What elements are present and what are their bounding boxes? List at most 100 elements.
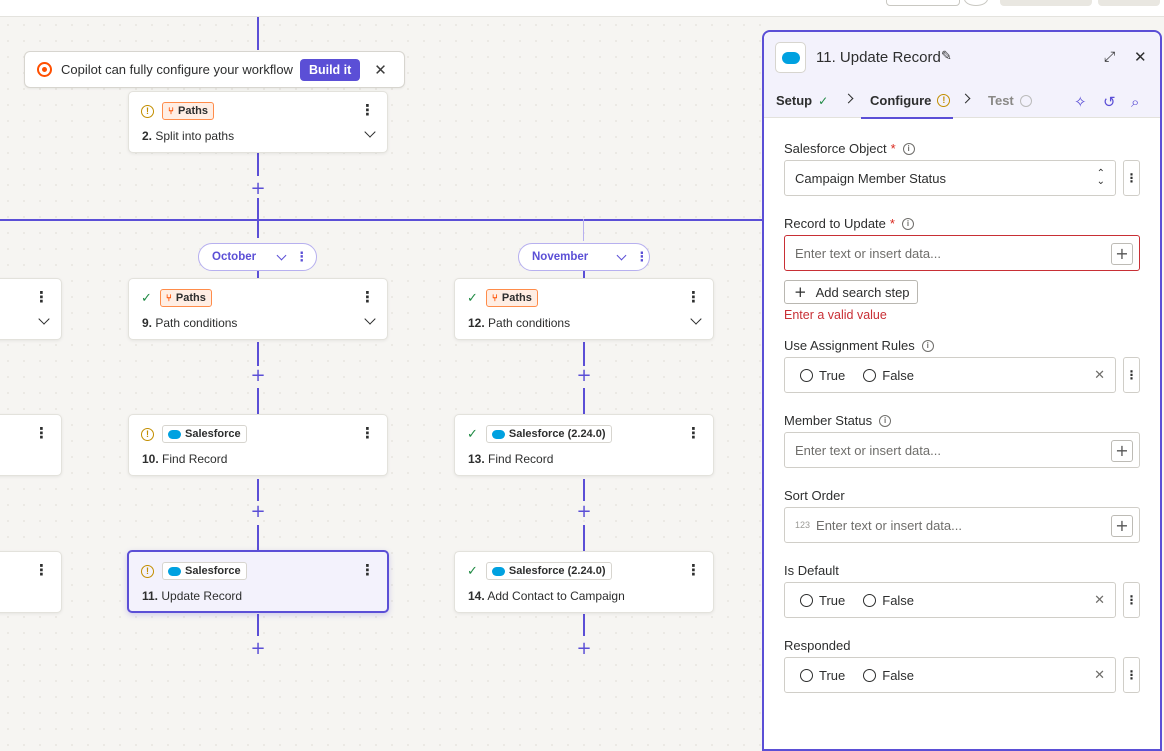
toolbar-button[interactable] (886, 0, 960, 6)
step-title: 11. Update Record (142, 589, 242, 603)
warning-icon: ! (141, 104, 154, 118)
add-step-plus-icon[interactable]: + (250, 178, 266, 199)
salesforce-object-select[interactable]: Campaign Member Status ⌃⌄ (784, 160, 1116, 196)
insert-data-plus-icon[interactable]: + (1111, 440, 1133, 462)
step-card-partial[interactable]: ⋮ (0, 551, 62, 613)
field-options-button[interactable]: ⋮ (1123, 582, 1140, 618)
sort-order-input[interactable]: 123 Enter text or insert data... + (784, 507, 1140, 543)
more-vertical-icon[interactable]: ⋮ (34, 561, 49, 579)
connector-line (257, 17, 259, 50)
member-status-input[interactable]: Enter text or insert data... + (784, 432, 1140, 468)
expand-icon[interactable]: ⤢ (1104, 49, 1116, 65)
tab-setup[interactable]: Setup✓ (776, 93, 828, 108)
record-to-update-input[interactable]: Enter text or insert data... + (784, 235, 1140, 271)
add-step-plus-icon[interactable]: + (576, 638, 592, 659)
info-icon[interactable]: i (921, 339, 934, 352)
clear-icon[interactable]: ✕ (1094, 668, 1105, 683)
step-card-10[interactable]: ! Salesforce ⋮ 10. Find Record (128, 414, 388, 476)
add-step-plus-icon[interactable]: + (576, 365, 592, 386)
step-title: 12. Path conditions (468, 316, 570, 330)
tab-test[interactable]: Test (988, 93, 1032, 108)
required-marker: * (890, 141, 896, 156)
sparkle-icon[interactable]: ✧ (1074, 93, 1087, 111)
close-icon[interactable]: ✕ (374, 60, 387, 79)
connector-line (583, 388, 585, 414)
more-vertical-icon[interactable]: ⋮ (34, 424, 49, 442)
app-badge: ⑂Paths (485, 289, 538, 307)
more-vertical-icon[interactable]: ⋮ (686, 424, 701, 442)
chevron-down-icon[interactable] (616, 250, 627, 260)
step-card-12[interactable]: ✓ ⑂Paths ⋮ 12. Path conditions (454, 278, 714, 340)
radio-false[interactable]: False (863, 368, 914, 383)
step-card-partial[interactable]: ⋮ (0, 414, 62, 476)
build-it-button[interactable]: Build it (299, 58, 361, 81)
radio-false[interactable]: False (863, 668, 914, 683)
more-vertical-icon[interactable]: ⋮ (686, 288, 701, 306)
info-icon[interactable]: i (901, 217, 914, 230)
clear-icon[interactable]: ✕ (1094, 593, 1105, 608)
more-vertical-icon[interactable]: ⋮ (34, 288, 49, 306)
app-badge-label: Salesforce (2.24.0) (508, 428, 606, 440)
toolbar-disabled-button[interactable] (1098, 0, 1160, 6)
search-icon[interactable]: ⌕ (1131, 93, 1140, 111)
more-vertical-icon[interactable]: ⋮ (635, 249, 649, 265)
add-step-plus-icon[interactable]: + (250, 501, 266, 522)
add-step-plus-icon[interactable]: + (576, 501, 592, 522)
field-options-button[interactable]: ⋮ (1123, 657, 1140, 693)
more-vertical-icon[interactable]: ⋮ (360, 561, 375, 579)
toolbar-icon-button[interactable] (964, 0, 988, 6)
more-vertical-icon[interactable]: ⋮ (295, 249, 309, 265)
tab-configure[interactable]: Configure! (870, 93, 951, 108)
label-text: Sort Order (784, 488, 845, 503)
field-options-button[interactable]: ⋮ (1123, 357, 1140, 393)
step-card-13[interactable]: ✓ Salesforce (2.24.0) ⋮ 13. Find Record (454, 414, 714, 476)
chevron-down-icon[interactable] (690, 313, 702, 325)
chevron-down-icon[interactable] (364, 126, 376, 138)
step-title: 13. Find Record (468, 452, 553, 466)
undo-icon[interactable]: ↺ (1103, 93, 1116, 111)
radio-true[interactable]: True (800, 668, 845, 683)
connector-line (257, 198, 259, 238)
chevron-down-icon[interactable] (364, 313, 376, 325)
info-icon[interactable]: i (902, 142, 915, 155)
radio-true[interactable]: True (800, 593, 845, 608)
panel-title[interactable]: 11. Update Record (816, 49, 941, 66)
chevron-down-icon[interactable] (38, 313, 50, 325)
info-icon[interactable]: i (879, 414, 892, 427)
path-pill-october[interactable]: October ⋮ (198, 243, 317, 271)
step-card-2[interactable]: ! ⑂Paths ⋮ 2. Split into paths (128, 91, 388, 153)
more-vertical-icon[interactable]: ⋮ (360, 424, 375, 442)
insert-data-plus-icon[interactable]: + (1111, 515, 1133, 537)
clear-icon[interactable]: ✕ (1094, 368, 1105, 383)
more-vertical-icon[interactable]: ⋮ (360, 288, 375, 306)
salesforce-icon (491, 566, 505, 576)
add-search-step-button[interactable]: +Add search step (784, 280, 918, 304)
chevron-down-icon[interactable] (276, 250, 287, 260)
radio-false[interactable]: False (863, 593, 914, 608)
path-pill-november[interactable]: November ⋮ (518, 243, 650, 271)
step-card-9[interactable]: ✓ ⑂Paths ⋮ 9. Path conditions (128, 278, 388, 340)
more-vertical-icon[interactable]: ⋮ (360, 101, 375, 119)
app-badge-label: Salesforce (2.24.0) (508, 565, 606, 577)
label-text: Record to Update (784, 216, 886, 231)
radio-label: False (882, 592, 915, 608)
insert-data-plus-icon[interactable]: + (1111, 243, 1133, 265)
add-step-plus-icon[interactable]: + (250, 365, 266, 386)
select-updown-icon: ⌃⌄ (1096, 168, 1105, 187)
step-title: 14. Add Contact to Campaign (468, 589, 625, 603)
use-assignment-rules-radio-group: True False ✕ (784, 357, 1116, 393)
close-icon[interactable]: ✕ (1134, 48, 1147, 66)
step-card-11[interactable]: ! Salesforce ⋮ 11. Update Record (127, 550, 389, 613)
add-step-plus-icon[interactable]: + (250, 638, 266, 659)
more-vertical-icon[interactable]: ⋮ (686, 561, 701, 579)
connector-line (257, 525, 259, 551)
label-text: Is Default (784, 563, 839, 578)
step-card-partial[interactable]: ⋮ (0, 278, 62, 340)
field-options-button[interactable]: ⋮ (1123, 160, 1140, 196)
warning-icon: ! (937, 94, 951, 107)
step-card-14[interactable]: ✓ Salesforce (2.24.0) ⋮ 14. Add Contact … (454, 551, 714, 613)
tab-label: Setup (776, 93, 813, 108)
toolbar-disabled-button[interactable] (1000, 0, 1092, 6)
edit-icon[interactable]: ✎ (941, 49, 952, 64)
radio-true[interactable]: True (800, 368, 845, 383)
